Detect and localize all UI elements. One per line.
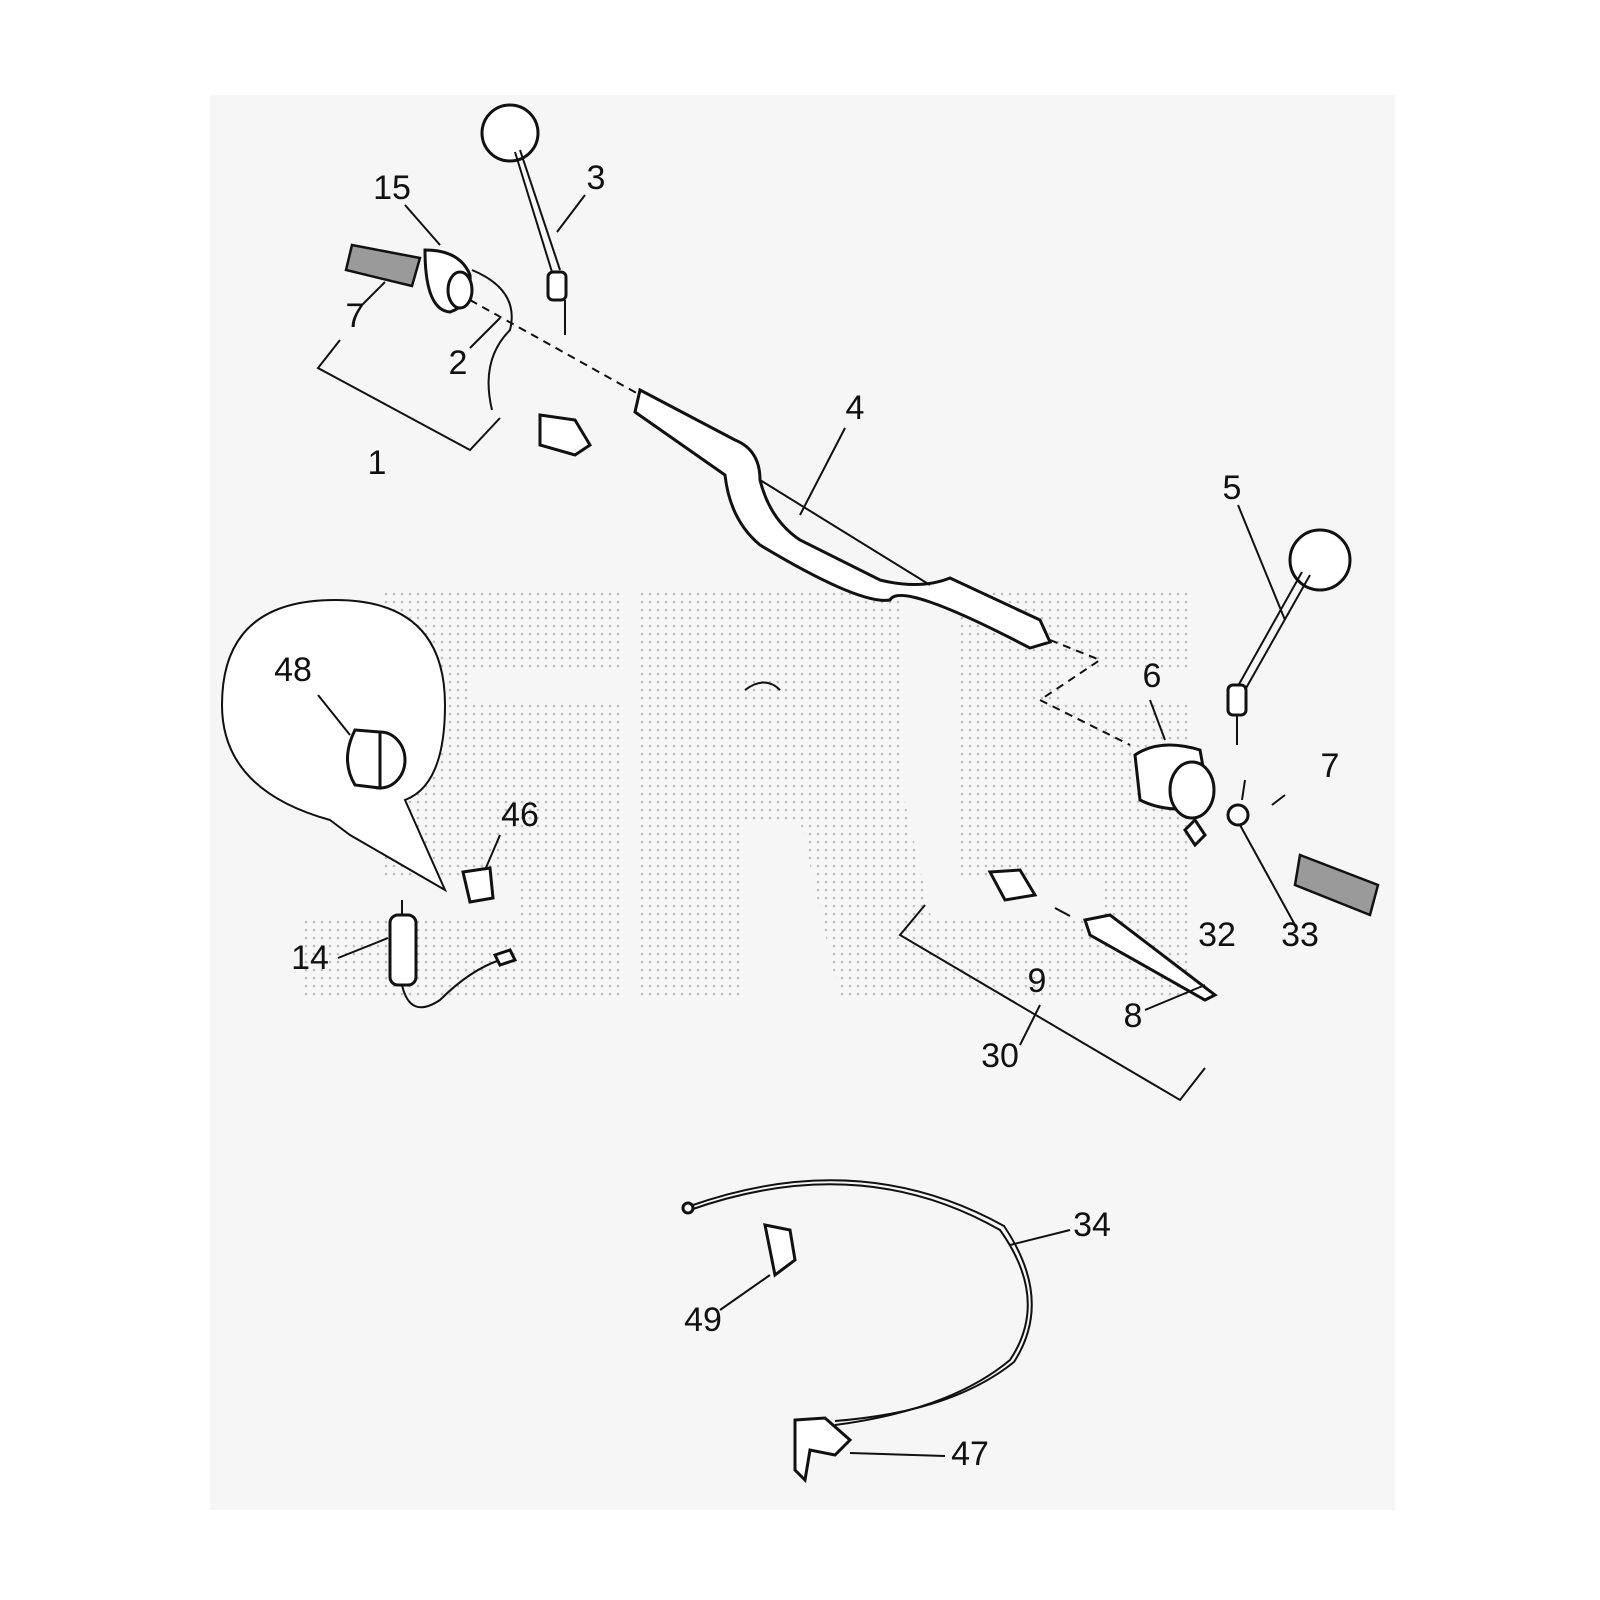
callout-33: 33 [1281,916,1319,954]
callout-48: 48 [274,651,312,689]
callout-15: 15 [373,169,411,207]
part-46 [461,866,495,904]
cable [681,1179,1033,1484]
switch-housing [1133,743,1286,848]
kill-switch [388,900,518,1009]
callout-47: 47 [951,1435,989,1473]
callout-34: 34 [1073,1206,1111,1244]
callout-49: 49 [684,1301,722,1339]
callout-8: 8 [1124,997,1143,1035]
callout-7: 7 [346,297,365,335]
callout-32: 32 [1198,916,1236,954]
block-part [538,413,593,457]
callout-1: 1 [368,444,387,482]
brake-lever [987,868,1218,1002]
callout-30: 30 [981,1037,1019,1075]
callout-5: 5 [1223,469,1242,507]
callout-14: 14 [291,939,329,977]
left-grip [344,243,513,411]
callout-4: 4 [846,389,865,427]
bracket-1 [316,339,501,452]
callout-6: 6 [1143,657,1162,695]
right-grip [1293,853,1380,917]
clip [744,681,781,691]
detail-bubble [220,598,448,893]
left-mirror [480,103,568,335]
leader-lines [337,194,1296,1457]
callout-9: 9 [1028,962,1047,1000]
callout-46: 46 [501,796,539,834]
watermark [300,590,1190,1000]
handlebar [469,299,1131,746]
callout-2: 2 [449,344,468,382]
bracket-30 [898,904,1206,1102]
right-mirror [1226,528,1352,745]
callout-7-right: 7 [1321,747,1340,785]
callout-3: 3 [587,159,606,197]
